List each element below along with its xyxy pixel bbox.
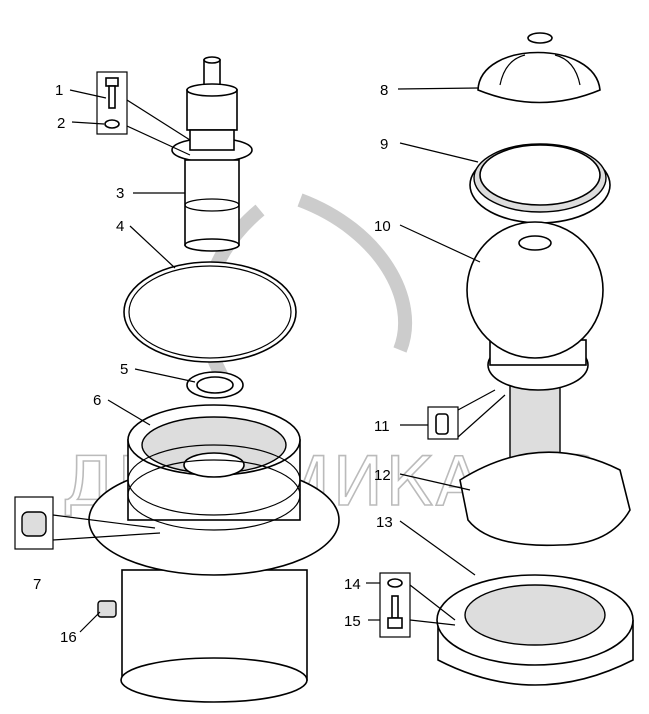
callout-5: 5 [120,361,128,378]
callout-6: 6 [93,392,101,409]
callout-10: 10 [374,218,391,235]
callout-16: 16 [60,629,77,646]
callout-9: 9 [380,136,388,153]
part-1-2-bolt-washer [96,71,191,156]
part-6-housing [88,404,340,703]
part-9-ring [469,143,611,224]
callout-3: 3 [116,185,124,202]
callout-4: 4 [116,218,124,235]
part-10-ball-lever [466,221,604,486]
part-11-pin [427,406,459,440]
callout-7: 7 [33,576,41,593]
part-14-15-bolt [379,572,456,638]
part-13-flange [436,574,634,686]
part-4-oring [123,261,297,363]
callout-1: 1 [55,82,63,99]
callout-13: 13 [376,514,393,531]
callout-15: 15 [344,613,361,630]
part-12-gaiter [459,451,631,547]
callout-11: 11 [374,418,390,435]
leader-lines [69,87,506,633]
part-3-shaft [171,56,253,252]
part-8-cap [477,32,601,104]
part-16-plug [97,600,117,618]
callout-8: 8 [380,82,388,99]
callout-12: 12 [374,467,391,484]
callout-2: 2 [57,115,65,132]
part-5-washer [186,371,244,399]
callout-14: 14 [344,576,361,593]
part-7-nut [14,496,161,550]
callout-labels: 1 2 3 4 5 6 7 8 9 10 11 12 13 14 15 16 [33,82,393,646]
